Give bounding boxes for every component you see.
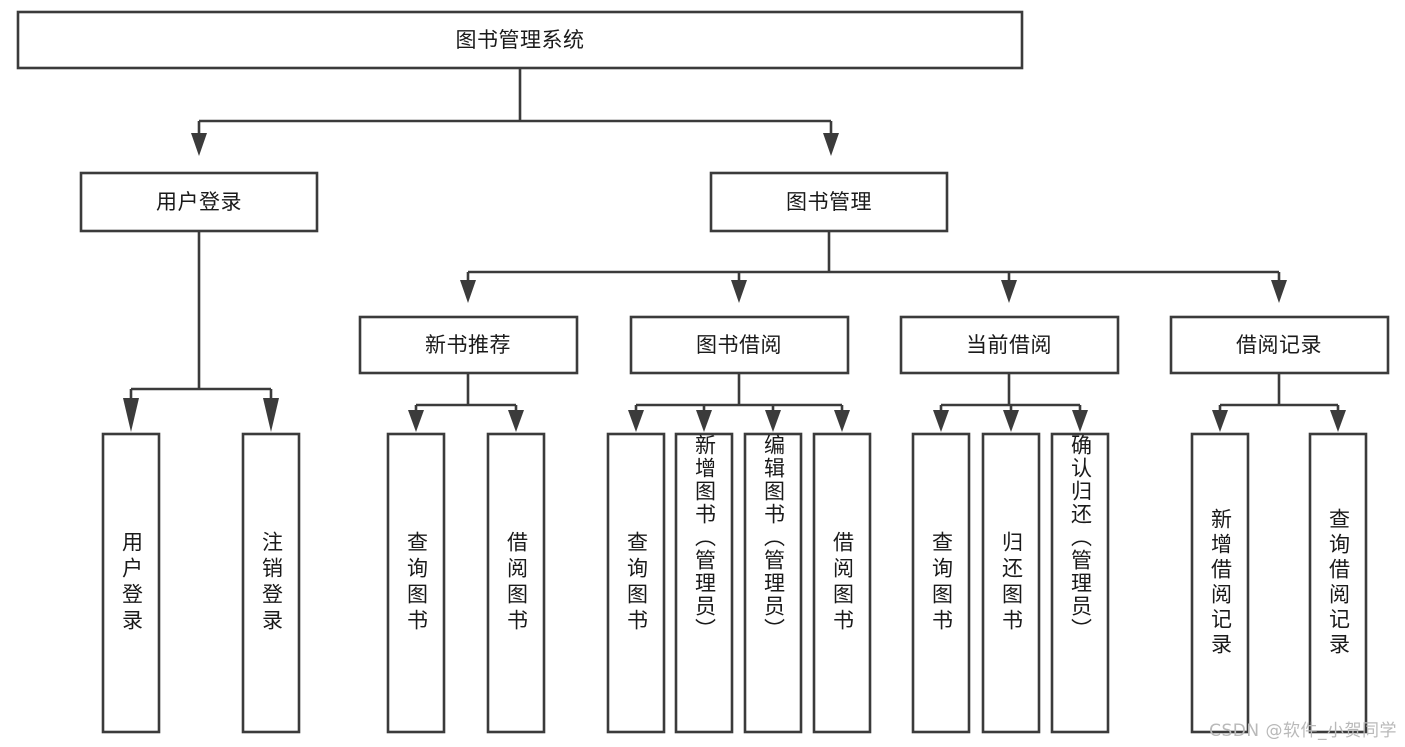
node-borrow-record-label: 借阅记录 bbox=[1236, 333, 1322, 357]
node-user-login-box[interactable] bbox=[79, 171, 319, 233]
leaf-box-logout[interactable] bbox=[241, 432, 301, 734]
node-book-borrow[interactable]: 图书借阅 bbox=[629, 315, 850, 375]
node-borrow-record[interactable]: 借阅记录 bbox=[1169, 315, 1390, 375]
edge-group-borrow bbox=[628, 373, 850, 432]
edge-group-root bbox=[191, 68, 839, 156]
node-book-borrow-box[interactable] bbox=[629, 315, 850, 375]
arrow-head-leaf-add-record bbox=[1212, 410, 1228, 432]
leaf-box-user-login[interactable] bbox=[101, 432, 161, 734]
arrow-head-leaf-query-book-1 bbox=[408, 410, 424, 432]
arrow-head-borrow bbox=[731, 280, 747, 303]
node-user-login-label: 用户登录 bbox=[156, 190, 242, 214]
node-user-login[interactable]: 用户登录 bbox=[79, 171, 319, 233]
arrow-head-current bbox=[1001, 280, 1017, 303]
arrow-head-leaf-add-book bbox=[696, 410, 712, 432]
leaf-box-query-record[interactable] bbox=[1308, 432, 1368, 734]
arrow-head-leaf-query-record bbox=[1330, 410, 1346, 432]
leaf-box-borrow-book-1[interactable] bbox=[486, 432, 546, 734]
leaf-box-borrow-book-2[interactable] bbox=[812, 432, 872, 734]
node-borrow-record-box[interactable] bbox=[1169, 315, 1390, 375]
arrow-head-leaf-query-book-2 bbox=[628, 410, 644, 432]
node-current-borrow-label: 当前借阅 bbox=[966, 333, 1052, 357]
arrow-head-leaf-return-book bbox=[1003, 410, 1019, 432]
leaf-box-add-record[interactable] bbox=[1190, 432, 1250, 734]
leaf-box-edit-book[interactable] bbox=[743, 432, 803, 734]
node-book-management[interactable]: 图书管理 bbox=[709, 171, 949, 233]
csdn-watermark: CSDN @软件_小贺同学 bbox=[1209, 721, 1397, 741]
node-book-management-label: 图书管理 bbox=[786, 190, 872, 214]
leaf-box-add-book[interactable] bbox=[674, 432, 734, 734]
leaf-box-return-book[interactable] bbox=[981, 432, 1041, 734]
node-new-book-recommend-label: 新书推荐 bbox=[425, 333, 511, 357]
edge-group-book-mgmt bbox=[460, 231, 1287, 303]
node-root-box[interactable] bbox=[16, 10, 1024, 70]
node-book-management-box[interactable] bbox=[709, 171, 949, 233]
edge-group-current bbox=[933, 373, 1088, 432]
node-book-borrow-label: 图书借阅 bbox=[696, 333, 782, 357]
node-current-borrow[interactable]: 当前借阅 bbox=[899, 315, 1120, 375]
leaf-box-query-book-3[interactable] bbox=[911, 432, 971, 734]
edge-group-newbook bbox=[408, 373, 524, 432]
edge-group-record bbox=[1212, 373, 1346, 432]
leaf-box-query-book-1[interactable] bbox=[386, 432, 446, 734]
node-root-label: 图书管理系统 bbox=[456, 28, 585, 52]
edge-group-user-login bbox=[123, 231, 279, 432]
node-current-borrow-box[interactable] bbox=[899, 315, 1120, 375]
node-new-book-recommend[interactable]: 新书推荐 bbox=[358, 315, 579, 375]
arrow-head-book-mgmt bbox=[823, 133, 839, 156]
arrow-head-leaf-edit-book bbox=[765, 410, 781, 432]
leaf-box-confirm-return[interactable] bbox=[1050, 432, 1110, 734]
node-root[interactable]: 图书管理系统 bbox=[16, 10, 1024, 70]
arrow-head-leaf-logout bbox=[263, 398, 279, 432]
arrow-head-record bbox=[1271, 280, 1287, 303]
arrow-head-leaf-confirm-return bbox=[1072, 410, 1088, 432]
arrow-head-user-login bbox=[191, 133, 207, 156]
node-new-book-recommend-box[interactable] bbox=[358, 315, 579, 375]
arrow-head-newbook bbox=[460, 280, 476, 303]
arrow-head-leaf-borrow-book-2 bbox=[834, 410, 850, 432]
leaf-box-query-book-2[interactable] bbox=[606, 432, 666, 734]
arrow-head-leaf-user-login bbox=[123, 398, 139, 432]
arrow-head-leaf-borrow-book-1 bbox=[508, 410, 524, 432]
arrow-head-leaf-query-book-3 bbox=[933, 410, 949, 432]
